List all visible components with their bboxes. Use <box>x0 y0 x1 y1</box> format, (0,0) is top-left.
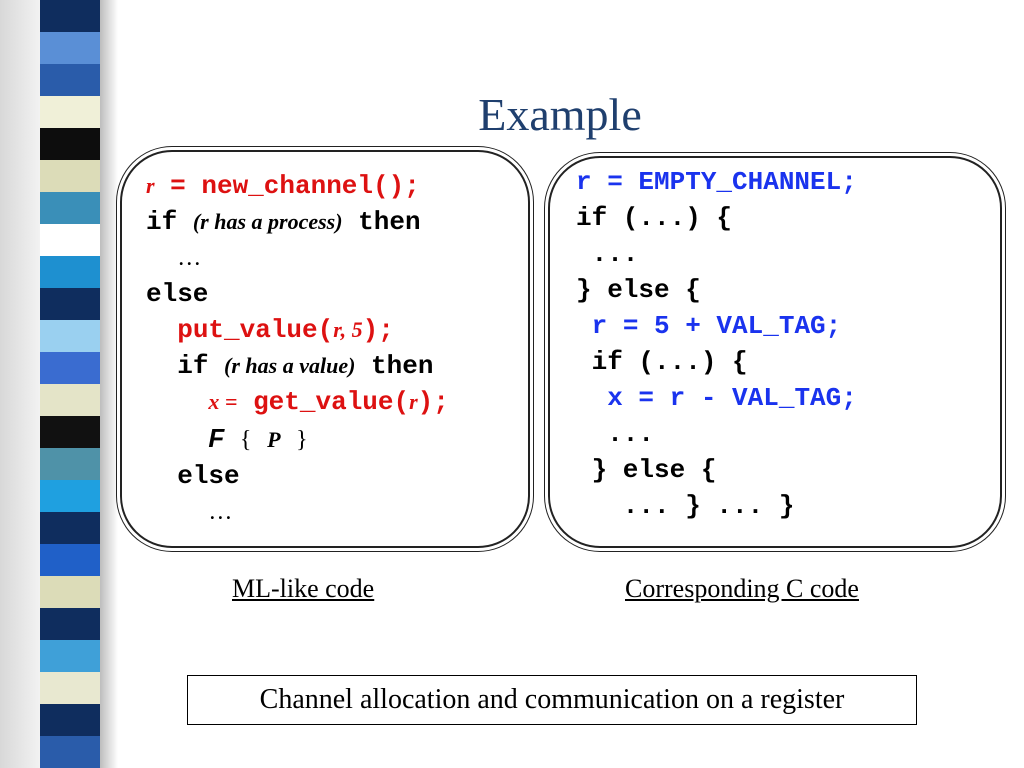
ml-x-assign: x = <box>208 389 238 414</box>
stripe-bar <box>40 608 100 640</box>
ml-brace-close: } <box>296 427 308 453</box>
stripe-bar <box>40 0 100 32</box>
summary-box: Channel allocation and communication on … <box>187 675 917 725</box>
stripe-bar <box>40 544 100 576</box>
c-line-7: x = r - VAL_TAG; <box>607 383 857 413</box>
ml-get-close: ); <box>417 387 449 417</box>
stripe-bar <box>40 256 100 288</box>
stripe-bar <box>40 32 100 64</box>
ml-caption: ML-like code <box>232 574 375 603</box>
ml-code: r = new_channel(); if (r has a process) … <box>146 168 449 530</box>
stripe-bar <box>40 160 100 192</box>
c-line-4: } else { <box>576 275 701 305</box>
c-line-9: } else { <box>576 455 717 485</box>
ml-line-2: if (r has a process) then <box>146 207 421 237</box>
ml-ellipsis: … <box>177 245 202 271</box>
ml-code-box <box>120 150 530 548</box>
stripe-edge <box>0 0 40 768</box>
stripe-bar <box>40 480 100 512</box>
ml-if-keyword: if <box>146 207 178 237</box>
stripe-bar <box>40 128 100 160</box>
ml-put-args: r, 5 <box>333 317 363 342</box>
slide-title: Example <box>478 89 642 140</box>
ml-if-keyword-2: if <box>177 351 209 381</box>
ml-else-2: else <box>177 461 240 491</box>
ml-brace-open: { <box>239 427 252 453</box>
stripe-bars <box>40 0 100 768</box>
stripe-bar <box>40 288 100 320</box>
ml-put-close: ); <box>362 315 394 345</box>
stripe-bar <box>40 416 100 448</box>
ml-then-keyword-2: then <box>371 351 434 381</box>
c-line-6: if (...) { <box>576 347 748 377</box>
c-line-1: r = EMPTY_CHANNEL; <box>576 167 857 197</box>
ml-line-8: F { P } <box>208 423 308 455</box>
ml-then-keyword: then <box>358 207 421 237</box>
ml-cond-value: (r has a value) <box>224 353 356 378</box>
ml-else: else <box>146 279 209 309</box>
ml-var-r: r <box>146 173 155 198</box>
stripe-bar <box>40 192 100 224</box>
c-line-3: ... <box>576 239 639 269</box>
stripe-bar <box>40 512 100 544</box>
ml-line-1: r = new_channel(); <box>146 171 420 201</box>
c-line-8: ... <box>576 419 655 449</box>
ml-get-value: get_value( <box>253 387 410 417</box>
stripe-bar <box>40 224 100 256</box>
ml-cond-process: (r has a process) <box>192 209 343 234</box>
c-code-box <box>548 156 1002 548</box>
c-line-2: if (...) { <box>576 203 733 233</box>
stripe-bar <box>40 736 100 768</box>
stripe-shadow <box>100 0 118 768</box>
ml-put-value: put_value( <box>177 315 334 345</box>
stripe-bar <box>40 96 100 128</box>
stripe-bar <box>40 704 100 736</box>
stripe-bar <box>40 320 100 352</box>
decorative-stripe <box>0 0 120 768</box>
stripe-bar <box>40 576 100 608</box>
stripe-bar <box>40 384 100 416</box>
c-line-5: r = 5 + VAL_TAG; <box>591 311 842 341</box>
ml-get-arg: r <box>409 389 418 414</box>
c-line-10: ... } ... } <box>576 491 795 521</box>
stripe-bar <box>40 448 100 480</box>
c-caption: Corresponding C code <box>625 574 859 603</box>
ml-ellipsis-2: … <box>208 499 233 525</box>
ml-line-6: if (r has a value) then <box>177 351 433 381</box>
ml-line-5: put_value(r, 5); <box>177 315 394 345</box>
stripe-bar <box>40 64 100 96</box>
c-code: r = EMPTY_CHANNEL; if (...) { ... } else… <box>576 164 857 524</box>
stripe-bar <box>40 640 100 672</box>
ml-new-channel: = new_channel(); <box>154 171 420 201</box>
ml-p-symbol: P <box>267 427 281 452</box>
stripe-bar <box>40 672 100 704</box>
stripe-bar <box>40 352 100 384</box>
ml-line-7: x = get_value(r); <box>208 387 448 417</box>
ml-f-symbol: F <box>208 423 225 453</box>
